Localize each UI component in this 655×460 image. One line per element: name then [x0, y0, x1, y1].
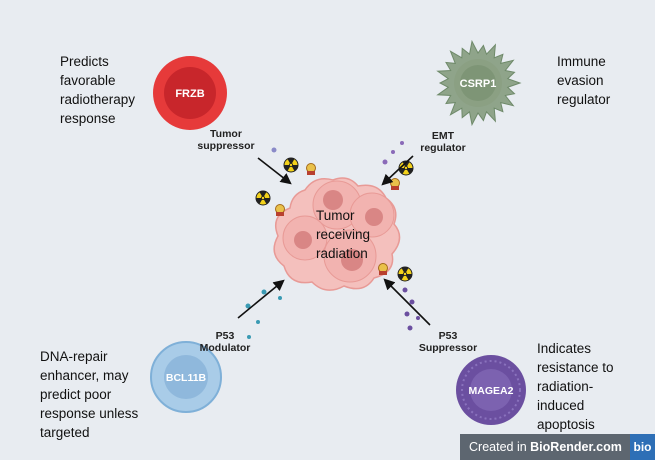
- arrow-p53-modulator: [237, 279, 285, 319]
- frzb-description: Predicts favorable radiotherapy response: [60, 54, 136, 126]
- csrp1-cell: CSRP1: [436, 39, 522, 127]
- arrows: [237, 155, 431, 326]
- biorender-watermark[interactable]: Created in BioRender.com bio: [460, 434, 655, 460]
- tumor-cluster: [273, 177, 401, 291]
- watermark-brand: BioRender.com: [530, 440, 622, 454]
- emt-regulator-label: EMT regulator: [420, 130, 466, 154]
- magea2-cell: MAGEA2: [456, 355, 526, 425]
- arrow-tumor-suppressor: [257, 157, 292, 185]
- watermark-prefix: Created in: [469, 440, 531, 454]
- frzb-cell: FRZB: [153, 56, 227, 130]
- magea2-label: MAGEA2: [469, 385, 514, 397]
- center-label: Tumor receiving radiation: [316, 208, 371, 261]
- bcl11b-description: DNA-repair enhancer, may predict poor re…: [40, 349, 139, 440]
- bcl11b-cell: BCL11B: [150, 341, 222, 413]
- p53-modulator-label: P53 Modulator: [199, 330, 251, 354]
- csrp1-description: Immune evasion regulator: [557, 54, 611, 107]
- frzb-label: FRZB: [175, 88, 204, 100]
- biorender-logo-icon: bio: [630, 434, 655, 460]
- tumor-suppressor-label: Tumor suppressor: [197, 128, 255, 152]
- bcl11b-label: BCL11B: [166, 372, 207, 384]
- magea2-description: Indicates resistance to radiation- induc…: [537, 341, 614, 432]
- arrow-emt-regulator: [381, 155, 414, 186]
- molecule-dots: [245, 141, 420, 339]
- csrp1-label: CSRP1: [460, 78, 497, 90]
- arrow-p53-suppressor: [383, 278, 431, 326]
- p53-suppressor-label: P53 Suppressor: [418, 330, 478, 354]
